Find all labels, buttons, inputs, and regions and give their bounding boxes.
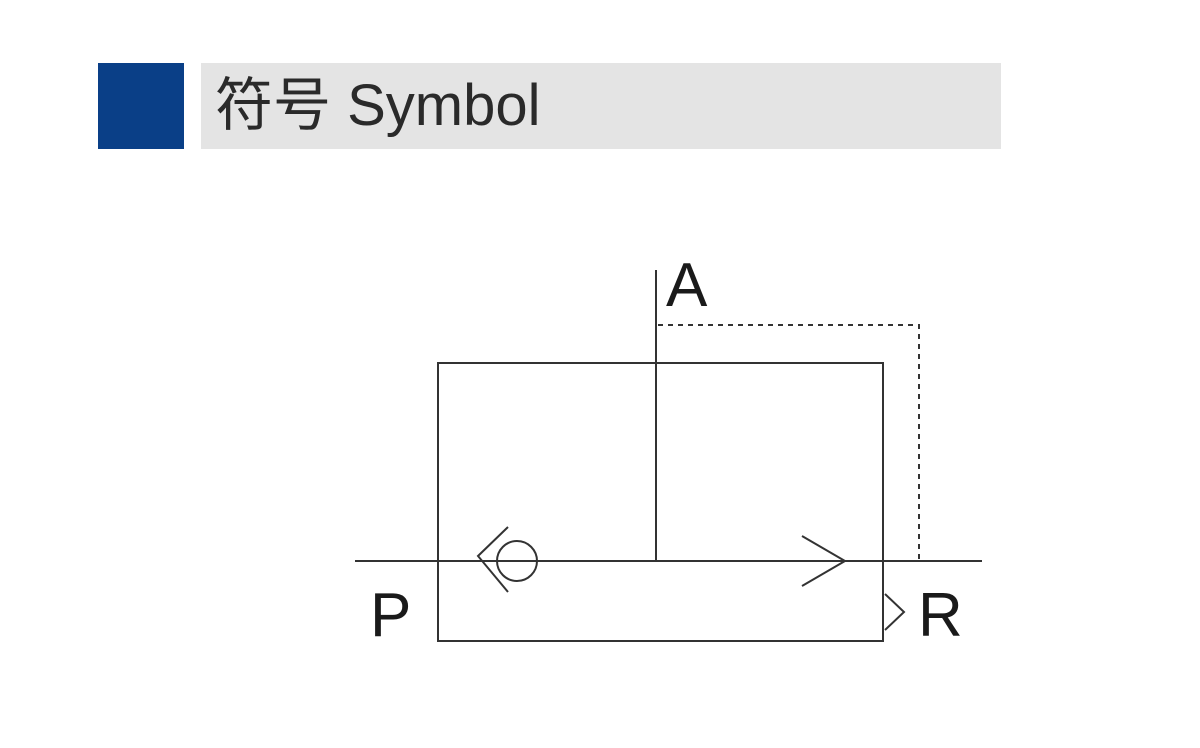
- check-valve-seat: [476, 526, 509, 593]
- flow-arrow: [801, 535, 847, 587]
- port-r-label: R: [918, 581, 963, 650]
- pilot-line: [658, 324, 920, 561]
- port-a-label: A: [666, 251, 708, 320]
- port-p-label: P: [370, 581, 411, 650]
- title-bar: 符号 Symbol: [201, 63, 1001, 149]
- valve-body: [437, 362, 884, 642]
- check-valve-ball: [496, 540, 538, 582]
- section-header: 符号 Symbol: [98, 63, 1001, 149]
- section-title: 符号 Symbol: [215, 73, 541, 138]
- exhaust-triangle: [884, 593, 906, 631]
- accent-square: [98, 63, 184, 149]
